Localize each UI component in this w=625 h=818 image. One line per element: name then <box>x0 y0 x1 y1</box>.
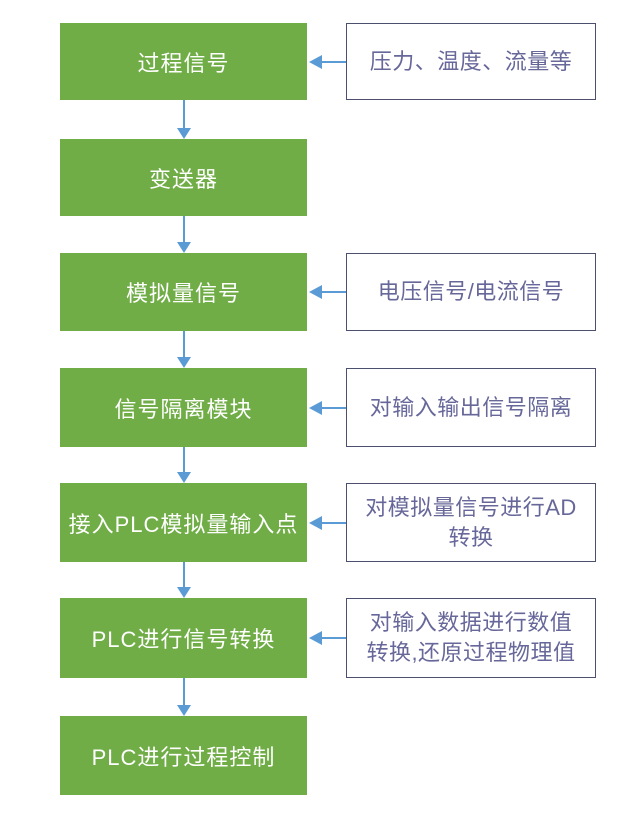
flow-step-label: 接入PLC模拟量输入点 <box>68 511 299 537</box>
note-box-5: 对模拟量信号进行AD 转换 <box>346 483 596 562</box>
flow-step-label: PLC进行过程控制 <box>91 744 276 770</box>
flow-step-label: 模拟量信号 <box>125 281 241 306</box>
note-label: 压力、温度、流量等 <box>369 48 573 74</box>
down-arrowhead-icon <box>176 242 191 253</box>
down-arrowhead-icon <box>176 357 191 368</box>
note-label: 对输入输出信号隔离 <box>369 394 573 420</box>
left-arrowhead-icon <box>309 400 322 415</box>
note-arrow-line <box>322 521 346 524</box>
flow-arrow-line <box>182 331 185 357</box>
flow-arrow-line <box>182 216 185 242</box>
note-box-4: 对输入输出信号隔离 <box>346 368 596 447</box>
note-arrow-line <box>322 60 346 63</box>
flow-step-4: 信号隔离模块 <box>60 368 307 447</box>
note-box-1: 压力、温度、流量等 <box>346 23 596 100</box>
flow-step-1: 过程信号 <box>60 23 307 100</box>
flow-arrow-line <box>182 562 185 587</box>
note-arrow-line <box>322 406 346 409</box>
flow-step-3: 模拟量信号 <box>60 253 307 331</box>
down-arrowhead-icon <box>176 128 191 139</box>
flow-step-7: PLC进行过程控制 <box>60 716 307 795</box>
left-arrowhead-icon <box>309 515 322 530</box>
flow-step-label: 信号隔离模块 <box>114 396 253 422</box>
flow-step-5: 接入PLC模拟量输入点 <box>60 483 307 562</box>
flow-step-label: 过程信号 <box>137 50 230 76</box>
left-arrowhead-icon <box>309 285 322 299</box>
note-arrow-line <box>322 291 346 293</box>
flow-step-label: PLC进行信号转换 <box>91 627 276 652</box>
note-arrow-line <box>322 637 346 639</box>
down-arrowhead-icon <box>176 705 191 716</box>
left-arrowhead-icon <box>309 54 322 69</box>
flow-arrow-line <box>182 100 185 128</box>
flow-step-label: 变送器 <box>148 166 218 192</box>
note-label: 电压信号/电流信号 <box>377 279 565 305</box>
note-box-3: 电压信号/电流信号 <box>346 253 596 331</box>
note-label: 对输入数据进行数值 转换,还原过程物理值 <box>366 610 576 665</box>
note-label: 对模拟量信号进行AD 转换 <box>365 494 577 550</box>
down-arrowhead-icon <box>176 587 191 598</box>
flow-arrow-line <box>182 447 185 472</box>
flow-arrow-line <box>182 678 185 705</box>
down-arrowhead-icon <box>176 472 191 483</box>
flow-step-2: 变送器 <box>60 139 307 216</box>
flow-step-6: PLC进行信号转换 <box>60 598 307 678</box>
note-box-6: 对输入数据进行数值 转换,还原过程物理值 <box>346 598 596 678</box>
left-arrowhead-icon <box>309 631 322 645</box>
